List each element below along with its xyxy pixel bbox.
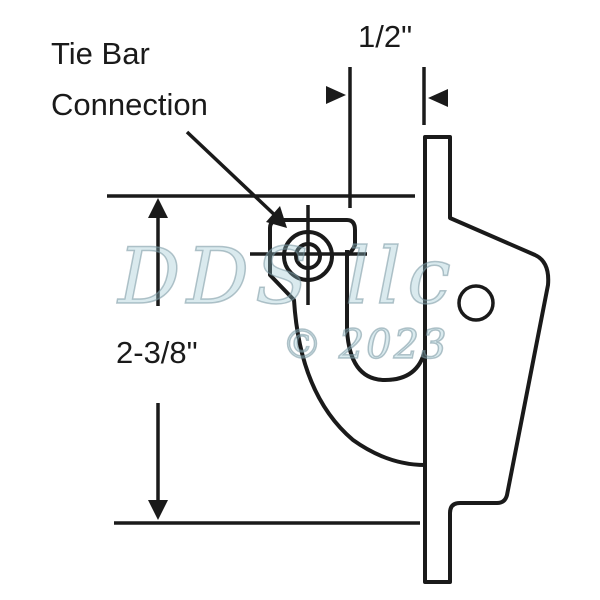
- height-arrow-up-icon: [148, 198, 168, 218]
- height-arrow-down-icon: [148, 500, 168, 520]
- height-dimension-label: 2-3/8": [116, 335, 198, 370]
- callout-label-line2: Connection: [51, 87, 208, 122]
- callout-label-line1: Tie Bar: [51, 36, 150, 71]
- watermark-copyright: © 2023: [281, 322, 449, 368]
- width-arrow-right-icon: [326, 86, 346, 104]
- hook-arm-outer: [268, 228, 426, 467]
- callout-arrowhead-icon: [266, 206, 287, 228]
- hook-arm-inner: [345, 250, 427, 382]
- width-arrow-left-icon: [428, 89, 448, 107]
- width-dimension-label: 1/2": [358, 19, 413, 54]
- watermark-brand: DDS llc: [117, 232, 457, 322]
- mounting-hole: [457, 284, 495, 322]
- mounting-plate: [423, 135, 551, 584]
- callout-leader-line: [185, 130, 282, 222]
